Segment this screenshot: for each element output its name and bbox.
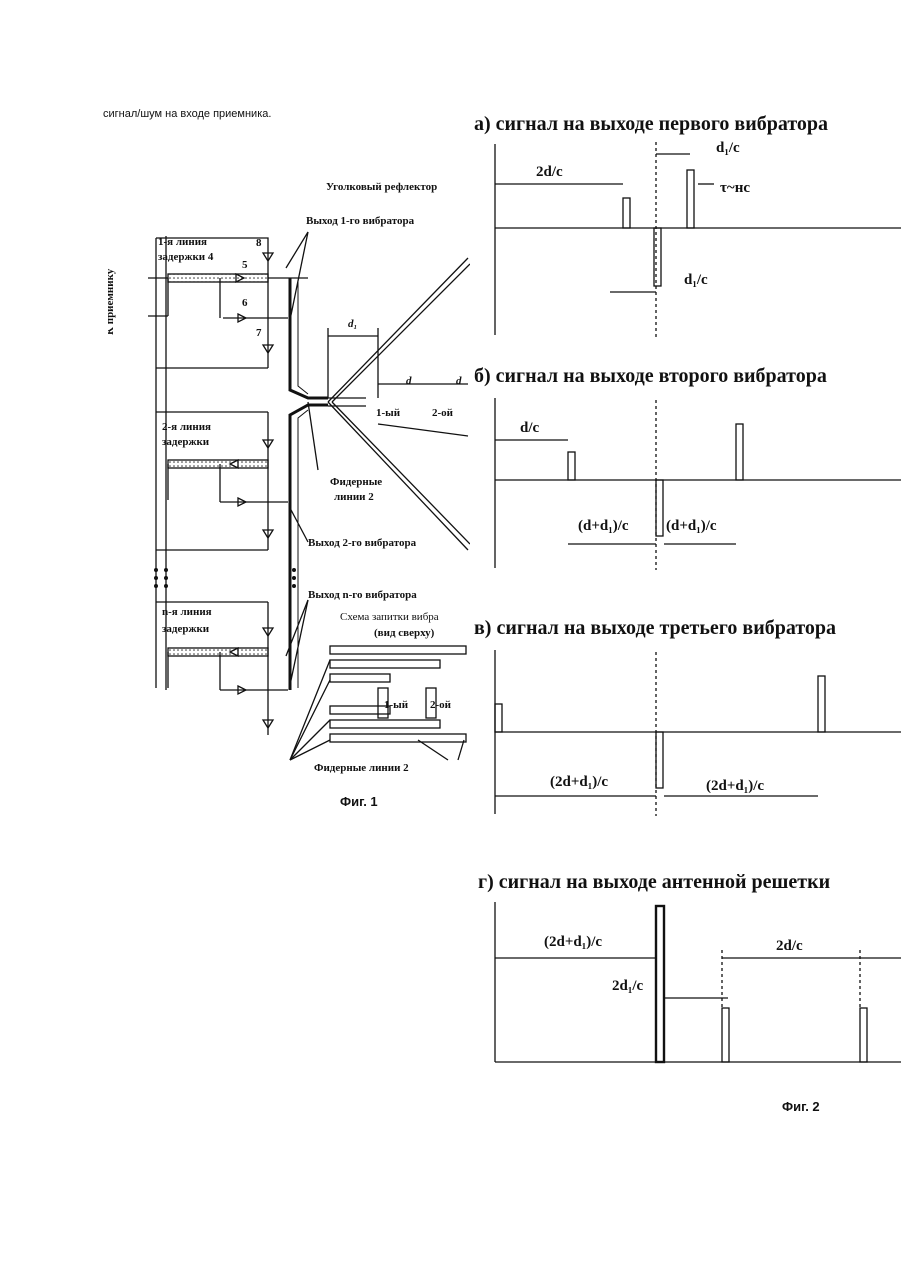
panel-g-2d-d1-c-label: (2d+d₁)/c bbox=[544, 934, 602, 950]
panel-a-title: а) сигнал на выходе первого вибратора bbox=[474, 113, 828, 135]
vib2-output-label: Выход 2-го вибратора bbox=[308, 537, 417, 549]
d-label-2: d bbox=[456, 375, 462, 387]
feeder-lines-label-a: Фидерные bbox=[330, 476, 382, 488]
vib-second-label: 2-ой bbox=[432, 407, 454, 419]
delay-line-1-label-b: задержки 4 bbox=[158, 251, 214, 263]
num-7: 7 bbox=[256, 327, 262, 339]
panel-b-left-label: (d+d₁)/c bbox=[578, 518, 629, 534]
d1-label: d₁ bbox=[348, 318, 357, 330]
feeder-lines-label-b: линии 2 bbox=[334, 491, 374, 503]
corner-reflector-label: Уголковый рефлектор bbox=[326, 181, 437, 193]
to-receiver-label: К приемнику bbox=[108, 268, 116, 335]
inset-vib-second: 2-ой bbox=[430, 699, 452, 711]
panel-g-2d1-c-label: 2d₁/c bbox=[612, 978, 644, 994]
panel-b-title: б) сигнал на выходе второго вибратора bbox=[474, 365, 827, 387]
panel-a-d1-c-bottom-label: d₁/c bbox=[684, 272, 708, 288]
scheme-title-a: Схема запитки вибра bbox=[340, 611, 439, 623]
num-6: 6 bbox=[242, 297, 248, 309]
delay-line-2-label-b: задержки bbox=[162, 436, 210, 448]
figure-2-caption: Фиг. 2 bbox=[782, 1099, 820, 1114]
panel-g-title: г) сигнал на выходе антенной решетки bbox=[478, 871, 830, 893]
panel-b-right-label: (d+d₁)/c bbox=[666, 518, 717, 534]
d-label-1: d bbox=[406, 375, 412, 387]
num-8: 8 bbox=[256, 237, 262, 249]
panel-a-d1-c-top-label: d₁/c bbox=[716, 140, 740, 156]
panel-v-left-label: (2d+d₁)/c bbox=[550, 774, 608, 790]
vib1-output-label: Выход 1-го вибратора bbox=[306, 215, 415, 227]
figure-1-caption: Фиг. 1 bbox=[340, 794, 378, 809]
panel-g-2d-c-label: 2d/c bbox=[776, 938, 803, 954]
panel-a-tau-label: τ~нс bbox=[720, 180, 750, 196]
intro-text: сигнал/шум на входе приемника. bbox=[103, 108, 271, 120]
feeder-lines-bottom-label: Фидерные линии 2 bbox=[314, 762, 409, 774]
panel-v-title: в) сигнал на выходе третьего вибратора bbox=[474, 617, 836, 639]
delay-line-n-label-a: n-я линия bbox=[162, 606, 212, 618]
inset-vib-first: 1-ый bbox=[384, 699, 409, 711]
figure-1-antenna-diagram: К приемнику Уголковый рефлектор Выход 1-… bbox=[108, 140, 470, 810]
delay-line-n-label-b: задержки bbox=[162, 623, 210, 635]
vibn-output-label: Выход n-го вибратора bbox=[308, 589, 417, 601]
num-5: 5 bbox=[242, 259, 248, 271]
delay-line-2-label-a: 2-я линия bbox=[162, 421, 211, 433]
panel-v-right-label: (2d+d₁)/c bbox=[706, 778, 764, 794]
vib-first-label: 1-ый bbox=[376, 407, 401, 419]
delay-line-1-label-a: 1-я линия bbox=[158, 236, 207, 248]
panel-b-d-c-label: d/c bbox=[520, 420, 540, 436]
panel-a-2d-c-label: 2d/c bbox=[536, 164, 563, 180]
ellipsis-dots bbox=[154, 568, 296, 588]
figure-2-signal-diagrams: а) сигнал на выходе первого вибратора 2d… bbox=[470, 100, 901, 1100]
schematic-lines bbox=[148, 232, 470, 760]
scheme-title-b: (вид сверху) bbox=[374, 627, 435, 639]
